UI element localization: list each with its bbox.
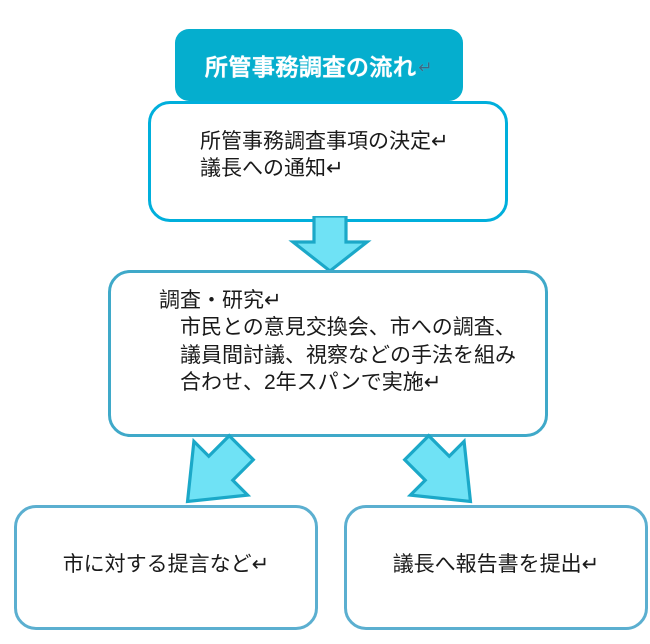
node-decision-text: 所管事務調査事項の決定↵ 議長への通知↵ <box>200 130 449 181</box>
diagram-title-box: 所管事務調査の流れ↵ <box>175 29 463 101</box>
node-report-text: 議長へ報告書を提出↵ <box>392 553 600 576</box>
node-research: 調査・研究↵ 市民との意見交換会、市への調査、 議員間討議、視察などの手法を組み… <box>108 270 548 437</box>
diagram-title-text: 所管事務調査の流れ↵ <box>205 48 433 82</box>
arrow-down-icon <box>288 216 372 274</box>
arrow-down-left-icon <box>150 432 276 520</box>
diagram-title-label: 所管事務調査の流れ <box>204 54 417 80</box>
node-proposal-text: 市に対する提言など↵ <box>62 553 270 576</box>
node-decision: 所管事務調査事項の決定↵ 議長への通知↵ <box>148 101 508 222</box>
node-research-text: 調査・研究↵ 市民との意見交換会、市への調査、 議員間討議、視察などの手法を組み… <box>159 289 516 394</box>
node-report: 議長へ報告書を提出↵ <box>344 505 648 630</box>
node-proposal: 市に対する提言など↵ <box>14 505 318 630</box>
pilcrow-icon: ↵ <box>418 58 434 77</box>
arrow-down-right-icon <box>382 432 508 520</box>
